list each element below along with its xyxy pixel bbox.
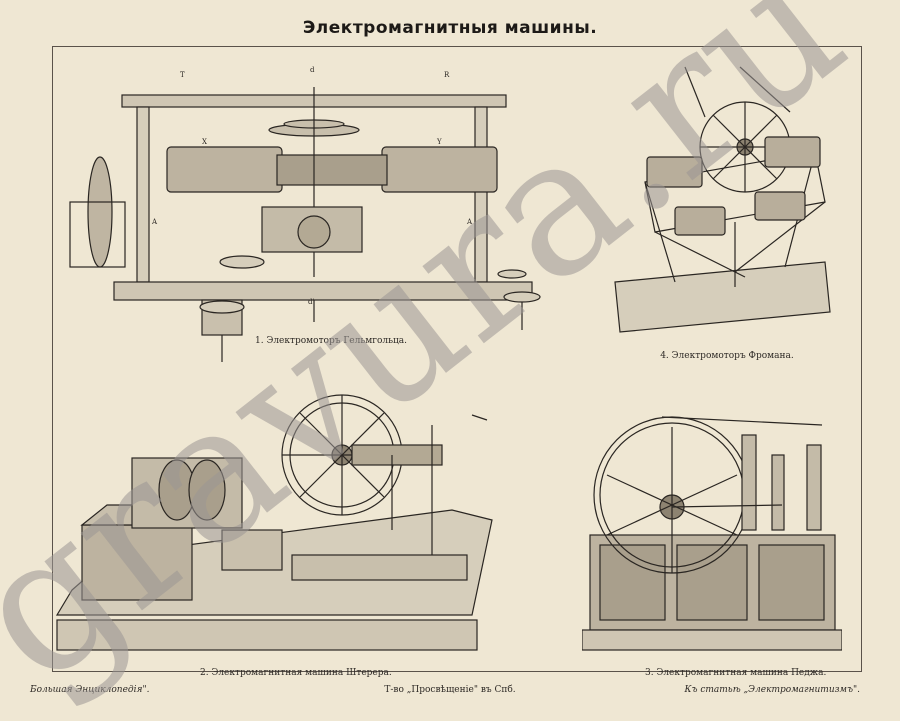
- figure-4-caption: 4. Электромоторъ Фромана.: [660, 351, 794, 361]
- plate-frame: [52, 46, 862, 672]
- stohrer-machine-illustration: [55, 394, 493, 651]
- figure-2-caption: 2. Электромагнитная машина Штерера.: [200, 668, 392, 678]
- svg-text:Y: Y: [436, 138, 442, 146]
- figure-3-caption: 3. Электромагнитная машина Педжа.: [645, 668, 827, 678]
- figure-4-froment-motor: [605, 62, 840, 347]
- footer-article-reference: Къ статьѣ „Электромагнитизмъ".: [684, 685, 861, 695]
- froment-motor-illustration: [614, 66, 831, 333]
- svg-text:X: X: [202, 138, 207, 146]
- footer-publication: Большая Энциклопедія".: [30, 685, 150, 695]
- footer-publisher: Т-во „Просвѣщеніе" въ Спб.: [384, 685, 516, 695]
- page-title: Электромагнитныя машины.: [302, 18, 598, 38]
- figure-1-helmholtz-motor: T R d X Y A A d': [52, 62, 552, 372]
- svg-text:d: d: [310, 66, 315, 74]
- svg-text:A: A: [466, 218, 473, 226]
- svg-text:T: T: [180, 71, 185, 79]
- svg-text:d': d': [308, 298, 314, 306]
- page-machine-illustration: [582, 416, 842, 651]
- figure-1-caption: 1. Электромоторъ Гельмгольца.: [255, 336, 407, 346]
- helmholtz-motor-illustration: T R d X Y A A d': [69, 66, 541, 362]
- svg-text:R: R: [444, 71, 450, 79]
- figure-3-page-machine: [582, 405, 842, 665]
- figure-2-stohrer-machine: [52, 380, 532, 665]
- svg-text:A: A: [151, 218, 158, 226]
